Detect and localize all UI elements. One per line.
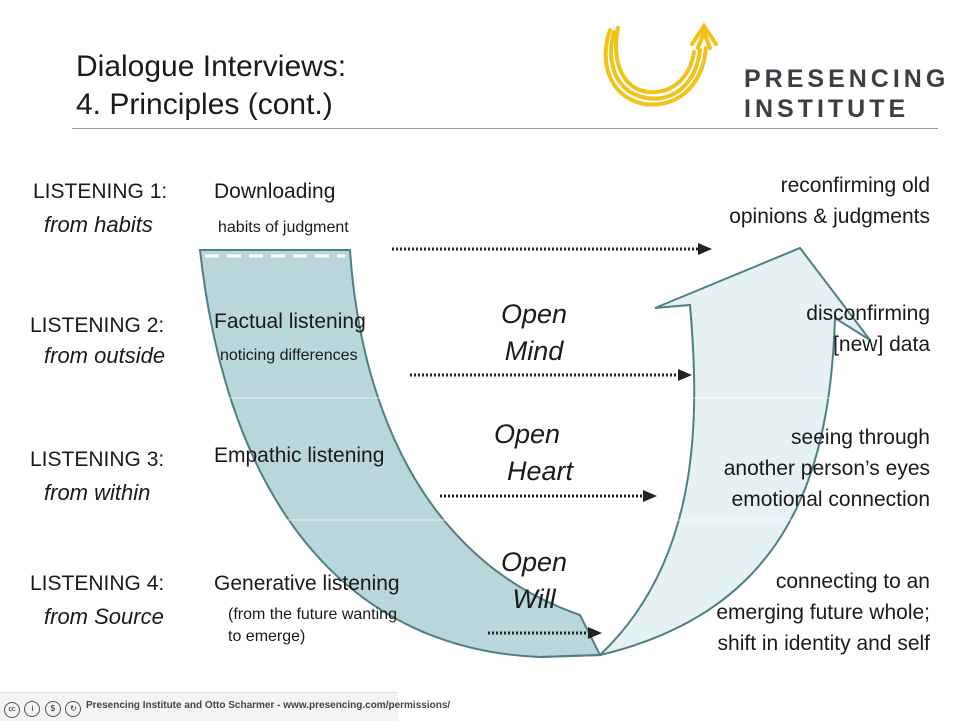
presencing-u-arrow-icon [603,22,718,107]
level-3-label: LISTENING 3: [30,448,165,471]
open-heart-line-2: Heart [506,456,574,486]
open-mind-line-2: Mind [504,336,564,366]
level-1-mode: Downloading [214,180,336,203]
title-line-2: 4. Principles (cont.) [76,88,333,121]
u-right-arrow [539,246,871,658]
nc-icon: $ [44,701,61,717]
level-4-result-line-3: shift in identity and self [717,632,930,655]
open-will: Open Will [488,544,580,618]
level-3-result-line-3: emotional connection [731,488,930,511]
logo-wordmark: PRESENCING INSTITUTE [744,64,949,124]
level-2-label: LISTENING 2: [30,314,165,337]
cc-icon: cc [4,702,20,718]
open-mind-line-1: Open [500,299,568,329]
level-3-result-line-1: seeing through [791,426,930,449]
level-1-result-line-2: opinions & judgments [729,205,930,228]
level-4-detail-line-2: to emerge) [228,628,306,645]
level-2-detail: noticing differences [220,347,358,364]
level-1-result-line-1: reconfirming old [780,174,930,197]
open-mind: Open Mind [488,296,580,370]
page-title: Dialogue Interviews: 4. Principles (cont… [76,48,346,124]
footer-credit: Presencing Institute and Otto Scharmer -… [86,700,451,711]
open-will-line-1: Open [500,547,568,577]
level-4-detail: (from the future wanting to emerge) [228,604,397,648]
level-1-detail: habits of judgment [218,219,349,236]
level-4-result-line-2: emerging future whole; [716,601,930,624]
sa-icon: ↻ [65,701,82,717]
logo-line-2: INSTITUTE [744,95,910,123]
level-2-result-line-2: [new] data [833,333,930,356]
level-4-detail-line-1: (from the future wanting [228,606,397,623]
level-2-result: disconfirming [new] data [806,298,930,360]
title-line-1: Dialogue Interviews: [76,50,347,83]
level-4-mode: Generative listening [214,572,400,595]
level-2-source: from outside [44,343,166,368]
open-will-line-2: Will [512,584,556,614]
level-2-mode: Factual listening [214,310,366,333]
level-1-result: reconfirming old opinions & judgments [729,170,930,232]
level-1-label: LISTENING 1: [33,180,168,203]
level-1-source: from habits [44,212,153,237]
by-icon: i [24,701,41,717]
open-heart-line-1: Open [494,419,561,449]
level-3-result: seeing through another person’s eyes emo… [724,422,930,515]
level-2-result-line-1: disconfirming [806,302,930,325]
level-4-result: connecting to an emerging future whole; … [716,566,930,659]
title-divider [72,128,938,129]
level-3-source: from within [44,480,151,505]
footer: cc i $ ↻ Presencing Institute and Otto S… [0,692,960,721]
level-3-result-line-2: another person’s eyes [723,457,930,480]
level-4-result-line-1: connecting to an [775,570,930,593]
level-3-mode: Empathic listening [214,444,385,467]
level-4-source: from Source [44,604,164,629]
level-4-label: LISTENING 4: [30,572,165,595]
open-heart: Open Heart [488,416,592,490]
logo-line-1: PRESENCING [744,65,950,93]
cc-license-icons: cc i $ ↻ [4,698,82,718]
